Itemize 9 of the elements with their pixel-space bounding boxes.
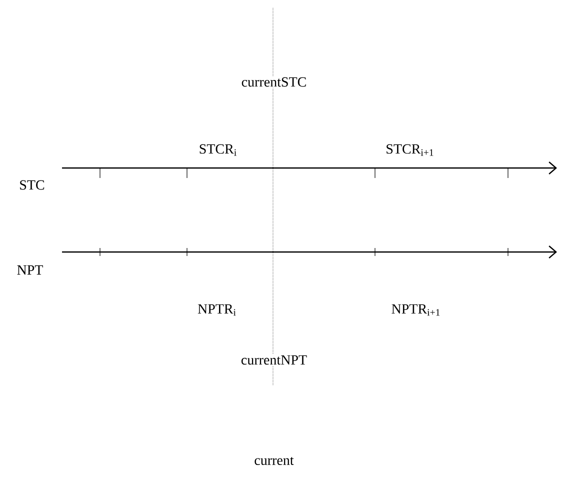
axis-label: STCR$_{i}$ [200,144,236,156]
axis-label: NPTR$_{i}$ [198,304,236,316]
axis-label: currentNPT [240,354,308,366]
axis-label: STC [20,180,44,190]
axis-label: NPT [17,265,43,275]
axis-label: STCR$_{i+1}$ [386,144,434,156]
axis-label: currentSTC [240,76,308,88]
axis-label: current [254,456,294,465]
axis-label: NPTR$_{i+1}$ [392,304,440,316]
